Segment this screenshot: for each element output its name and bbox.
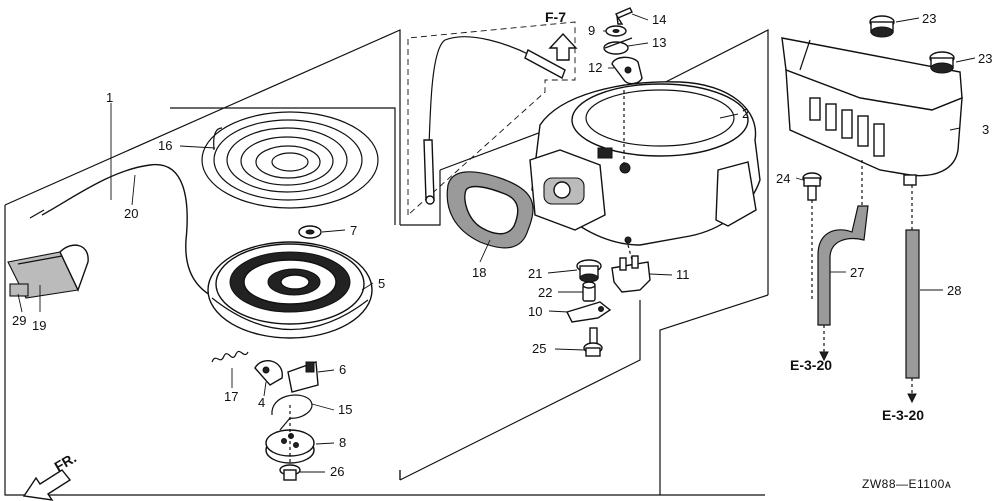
- lever-12: [611, 56, 643, 85]
- front-label: FR.: [52, 449, 80, 474]
- callout-19: 19: [32, 318, 46, 333]
- callout-29: 29: [12, 313, 26, 328]
- clip-13: [603, 37, 633, 55]
- ratchet-spring-17: [211, 350, 249, 363]
- callout-28: 28: [947, 283, 961, 298]
- grommet-23-side: [929, 51, 955, 74]
- front-arrow-icon: [22, 469, 72, 501]
- ratchet-4: [254, 360, 283, 386]
- callout-16: 16: [158, 138, 172, 153]
- callout-15: 15: [338, 402, 352, 417]
- callout-4: 4: [258, 395, 265, 410]
- callout-9: 9: [588, 23, 595, 38]
- callout-23-top: 23: [922, 11, 936, 26]
- callout-25: 25: [532, 341, 546, 356]
- pin-14: [615, 7, 633, 25]
- seal-18: [446, 171, 534, 249]
- starter-grip: [7, 244, 89, 299]
- callout-20: 20: [124, 206, 138, 221]
- callout-3: 3: [982, 122, 989, 137]
- friction-spring-15: [271, 394, 313, 431]
- friction-plate-8: [265, 429, 315, 464]
- callout-10: 10: [528, 304, 542, 319]
- reference-e3-20-a: E-3-20: [790, 357, 832, 373]
- callout-13: 13: [652, 35, 666, 50]
- stopper-11: [611, 244, 651, 293]
- tube-27: [817, 205, 869, 362]
- callout-24: 24: [776, 171, 790, 186]
- callout-2: 2: [742, 106, 749, 121]
- bolt-25: [583, 327, 603, 357]
- callout-18: 18: [472, 265, 486, 280]
- ratchet-6: [287, 361, 319, 393]
- callout-1: 1: [106, 90, 113, 105]
- callout-21: 21: [528, 266, 542, 281]
- collar-22: [582, 281, 596, 302]
- collar-21: [576, 259, 602, 283]
- collar-7: [298, 225, 322, 239]
- callout-26: 26: [330, 464, 344, 479]
- recoil-reel: [207, 241, 373, 339]
- diagram-code: ZW88—E1100ᴀ: [862, 477, 951, 491]
- callout-27: 27: [850, 265, 864, 280]
- recoil-spring: [201, 111, 379, 209]
- starter-rope: [29, 164, 221, 301]
- bolt-26: [279, 405, 301, 481]
- callout-12: 12: [588, 60, 602, 75]
- case-cover: [781, 37, 963, 230]
- callout-17: 17: [224, 389, 238, 404]
- reference-f7: F-7: [545, 9, 566, 25]
- callout-7: 7: [350, 223, 357, 238]
- fan-cover: [529, 81, 761, 246]
- callout-22: 22: [538, 285, 552, 300]
- reference-e3-20-b: E-3-20: [882, 407, 924, 423]
- callout-11: 11: [676, 267, 690, 282]
- callout-14: 14: [652, 12, 666, 27]
- grommet-23-top: [869, 15, 895, 38]
- callout-5: 5: [378, 276, 385, 291]
- callout-23-side: 23: [978, 51, 992, 66]
- up-arrow-icon: [548, 32, 578, 61]
- callout-6: 6: [339, 362, 346, 377]
- throttle-cable: [423, 36, 566, 205]
- bolt-24: [802, 172, 822, 300]
- tube-28: [905, 229, 920, 404]
- washer-9: [605, 25, 627, 37]
- leader-lines: [17, 13, 976, 473]
- callout-8: 8: [339, 435, 346, 450]
- plate-10: [566, 301, 612, 323]
